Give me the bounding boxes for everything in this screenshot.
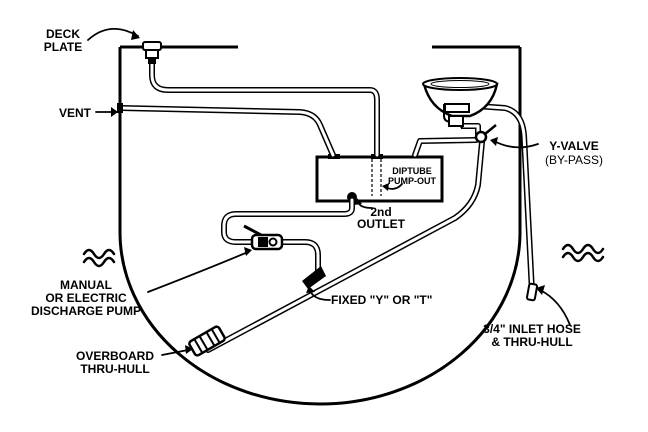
vent-hose bbox=[119, 105, 336, 158]
label-pump-line3: DISCHARGE PUMP bbox=[31, 304, 141, 318]
label-diptube-line2: PUMP-OUT bbox=[388, 176, 436, 186]
label-deck-plate-line2: PLATE bbox=[44, 40, 82, 54]
label-yvalve-line1: Y-VALVE bbox=[549, 139, 599, 153]
y-valve bbox=[474, 124, 497, 144]
callout-arrows bbox=[87, 28, 571, 356]
deck-plate-fitting bbox=[142, 41, 162, 64]
label-fixed-y: FIXED "Y" OR "T" bbox=[331, 293, 432, 307]
discharge-pump bbox=[243, 224, 284, 251]
inlet-hose bbox=[459, 102, 535, 295]
arrow-pump bbox=[147, 251, 249, 293]
deck-pumpout-hose bbox=[149, 60, 380, 158]
water-waves-left bbox=[82, 248, 116, 268]
yvalve-to-tank-hose bbox=[412, 137, 479, 158]
arrow-overboard bbox=[161, 349, 189, 356]
arrow-inlet bbox=[539, 289, 571, 326]
pump-discharge-hose bbox=[221, 197, 355, 275]
label-outlet-line2: OUTLET bbox=[357, 217, 406, 231]
label-diptube-line1: DIPTUBE bbox=[392, 166, 432, 176]
label-inlet-line1: 3/4" INLET HOSE bbox=[483, 322, 581, 336]
toilet-to-yvalve-hose bbox=[460, 123, 481, 137]
label-pump-line2: OR ELECTRIC bbox=[45, 291, 127, 305]
arrow-deck-plate bbox=[87, 28, 139, 41]
fixed-y-fitting bbox=[302, 266, 326, 289]
labels: DECK PLATE VENT DIPTUBE PUMP-OUT 2nd OUT… bbox=[31, 27, 603, 376]
label-deck-plate-line1: DECK bbox=[46, 27, 80, 41]
label-pump-line1: MANUAL bbox=[60, 278, 112, 292]
label-vent: VENT bbox=[59, 106, 92, 120]
label-overboard-line1: OVERBOARD bbox=[76, 349, 154, 363]
arrow-yvalve bbox=[493, 140, 539, 149]
inlet-thru-hull bbox=[525, 282, 539, 302]
hull-outline bbox=[118, 47, 522, 406]
label-inlet-line2: & THRU-HULL bbox=[491, 335, 572, 349]
water-waves-right bbox=[561, 243, 605, 263]
hull bbox=[118, 45, 522, 406]
holding-tank bbox=[315, 154, 444, 203]
bypass-hose bbox=[205, 139, 485, 353]
label-overboard-line2: THRU-HULL bbox=[80, 362, 149, 376]
label-outlet-line1: 2nd bbox=[370, 205, 391, 219]
vent-fitting bbox=[117, 103, 123, 113]
label-yvalve-line2: (BY-PASS) bbox=[545, 153, 603, 167]
toilet-bowl bbox=[422, 77, 499, 129]
